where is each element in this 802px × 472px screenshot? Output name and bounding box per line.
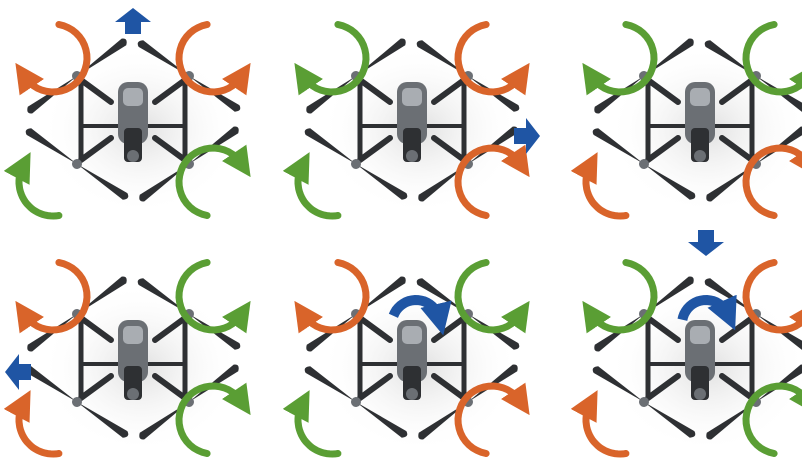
panel-backward [586,25,802,257]
green-rotation-arrow-icon [591,25,654,93]
panel-forward [19,8,242,216]
panel-rotate-ccw [298,263,521,455]
panel-rotate-cw [586,263,802,455]
arrow-up-icon [115,8,151,34]
green-rotation-arrow-icon [303,25,366,93]
drone-icon [24,37,242,215]
arrow-left-icon [5,354,31,390]
orange-rotation-arrow-icon [303,263,366,331]
green-rotation-arrow-icon [298,165,338,216]
drone-icon [24,275,242,453]
orange-rotation-arrow-icon [24,25,87,93]
green-rotation-arrow-icon [298,403,338,454]
panel-left [5,263,242,455]
drone-icon [591,37,802,215]
green-rotation-arrow-icon [591,263,654,331]
drone-icon [303,37,521,215]
orange-rotation-arrow-icon [586,403,626,454]
orange-rotation-arrow-icon [24,263,87,331]
orange-rotation-arrow-icon [19,403,59,454]
arrow-down-icon [688,230,724,256]
green-rotation-arrow-icon [19,165,59,216]
panel-right [298,25,540,217]
orange-rotation-arrow-icon [586,165,626,216]
